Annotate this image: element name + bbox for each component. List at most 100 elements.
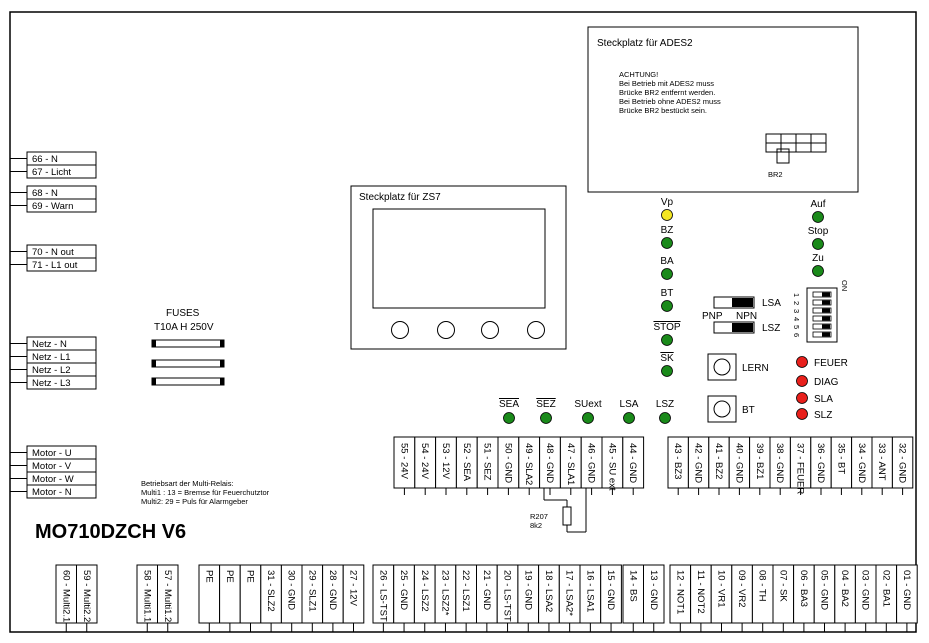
lern-button[interactable] (707, 353, 737, 381)
terminal-15-gnd: 15 - GND (600, 564, 622, 632)
led-zu-label: Zu (812, 253, 824, 264)
led-slz-label: SLZ (814, 410, 832, 421)
fuses-title: FUSES (166, 308, 200, 319)
terminal-08-th: 08 - TH (751, 564, 774, 632)
led-suext-label: SUext (574, 399, 601, 410)
led-sez: SEZ (536, 399, 556, 424)
terminal-32-gnd: 32 - GND (891, 436, 914, 495)
terminal-52-sea: 52 - SEA (455, 436, 478, 495)
left-terminal-motor-u: Motor - U (10, 445, 97, 460)
lsz-switch[interactable] (713, 321, 755, 334)
ades2-title: Steckplatz für ADES2 (597, 38, 693, 49)
terminal-label: 41 - BZ2 (713, 443, 724, 479)
zs7-button-3[interactable] (481, 321, 499, 339)
bt-button[interactable] (707, 395, 737, 423)
led-bt-light (661, 300, 673, 312)
dip-lever-knob (822, 292, 830, 297)
terminal-label: 31 - SLZ2 (265, 570, 276, 612)
fuse-3 (151, 377, 225, 386)
zs7-display (372, 208, 546, 309)
terminal-label: 37 - FEUER (795, 443, 806, 494)
led-lsz: LSZ (656, 399, 674, 424)
led-sla: SLA (796, 392, 833, 405)
bt-button-label: BT (742, 405, 755, 416)
terminal-label: 19 - GND (522, 570, 533, 610)
terminal-label: 52 - SEA (461, 443, 472, 482)
terminal-29-slz1: 29 - SLZ1 (301, 564, 324, 632)
multi-relay-line-1: Multi1 : 13 = Bremse für Feuerchutztor (141, 488, 270, 497)
terminal-05-gnd: 05 - GND (813, 564, 836, 632)
terminal-label: 12 - NOT1 (674, 570, 685, 614)
terminal-label: 25 - GND (398, 570, 409, 610)
zs7-button-2[interactable] (437, 321, 455, 339)
terminal-34-gnd: 34 - GND (851, 436, 873, 495)
terminal-03-gnd: 03 - GND (854, 564, 877, 632)
dip-lever-knob (822, 308, 830, 313)
terminal-label: 09 - VR2 (736, 570, 747, 608)
terminal-53-12v: 53 - 12V (435, 436, 457, 495)
terminal-label: 40 - GND (733, 443, 744, 483)
left-terminal-label: 66 - N (32, 154, 58, 165)
left-terminal-69-warn: 69 - Warn (10, 198, 97, 213)
terminal-label: 14 - BS (627, 570, 638, 602)
dip-number-6: 6 (792, 333, 801, 337)
led-lsa-light (623, 412, 635, 424)
terminal-label: 57 - Multi1.2 (162, 570, 173, 622)
terminal-label: 26 - LS-TST (377, 570, 388, 622)
led-stop-light (661, 334, 673, 346)
fuses-block: FUSES T10A H 250V (151, 308, 225, 386)
terminal-22-lsz1: 22 - LSZ1 (455, 564, 477, 632)
terminal-14-bs: 14 - BS (622, 564, 644, 632)
led-sea-light (503, 412, 515, 424)
led-lsa: LSA (620, 399, 639, 424)
lsa-switch[interactable] (713, 296, 755, 309)
terminal-label: 11 - NOT2 (695, 570, 706, 614)
ades2-warning-2: Bei Betrieb mit ADES2 muss (619, 79, 714, 88)
left-terminal-label: Motor - V (32, 461, 72, 472)
led-feuer: FEUER (796, 356, 848, 369)
left-terminal-netz-l2: Netz - L2 (10, 362, 97, 377)
dip-lever-knob (822, 332, 830, 337)
terminal-label: 16 - LSA1 (584, 570, 595, 612)
zs7-button-1[interactable] (391, 321, 409, 339)
terminal-59-multi2-2: 59 - Multi2.2 (76, 564, 98, 632)
led-sea: SEA (499, 399, 519, 424)
zs7-button-4[interactable] (527, 321, 545, 339)
dip-lever-knob (822, 300, 830, 305)
terminal-label: 51 - SEZ (482, 443, 493, 481)
ades2-warning-4: Bei Betrieb ohne ADES2 muss (619, 97, 721, 106)
led-diag-label: DIAG (814, 377, 839, 388)
terminal-31-slz2: 31 - SLZ2 (260, 564, 282, 632)
left-terminal-label: Netz - L1 (32, 352, 71, 363)
dip-switch[interactable] (806, 287, 838, 343)
terminal-19-gnd: 19 - GND (517, 564, 540, 632)
led-sez-light (540, 412, 552, 424)
dip-lever-knob (822, 324, 830, 329)
terminal-pe: PE (239, 564, 262, 632)
terminal-55-24v: 55 - 24V (393, 436, 416, 495)
terminal-label: 01 - GND (901, 570, 912, 610)
ades2-slot: Steckplatz für ADES2 ACHTUNG! Bei Betrie… (587, 26, 859, 193)
terminal-60-multi2-1: 60 - Multi2.1 (55, 564, 77, 632)
pnp-label: PNP (702, 311, 723, 322)
left-terminal-label: 67 - Licht (32, 167, 71, 178)
terminal-label: 36 - GND (815, 443, 826, 483)
led-ba-label: BA (660, 256, 674, 267)
left-terminal-netz-l1: Netz - L1 (10, 349, 97, 364)
terminal-27-12v: 27 - 12V (342, 564, 365, 632)
board-title: MO710DZCH V6 (35, 521, 186, 543)
left-terminal-71-l1-out: 71 - L1 out (10, 257, 97, 272)
left-terminal-label: Motor - W (32, 474, 74, 485)
terminal-label: 23 - LSZ2* (439, 570, 450, 616)
terminal-pe: PE (198, 564, 221, 632)
terminal-label: 32 - GND (897, 443, 908, 483)
led-feuer-label: FEUER (814, 358, 848, 369)
ades2-box (587, 26, 859, 193)
terminal-label: 22 - LSZ1 (460, 570, 471, 612)
led-suext: SUext (574, 399, 602, 424)
terminal-label: 50 - GND (502, 443, 513, 483)
led-sk-light (661, 365, 673, 377)
dip-lever-knob (822, 316, 830, 321)
